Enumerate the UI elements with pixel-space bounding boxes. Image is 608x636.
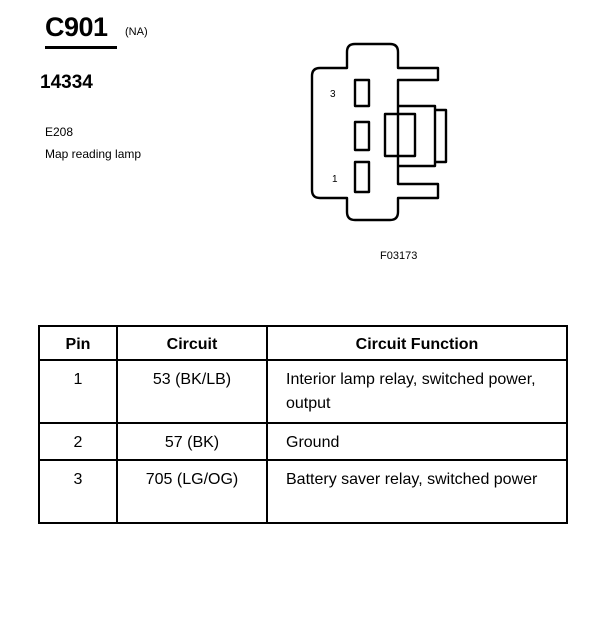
table-row: 1 53 (BK/LB) Interior lamp relay, switch… [38,359,568,424]
pin-cell: 2 [38,422,118,461]
connector-face-diagram [310,42,448,222]
pin-cavity-3 [353,78,371,108]
circuit-function-cell: Interior lamp relay, switched power, out… [266,359,568,424]
pin-label-3: 3 [330,89,336,100]
circuit-cell: 57 (BK) [116,422,268,461]
column-header-circuit: Circuit [116,325,268,361]
pin-cell: 3 [38,459,118,524]
circuit-cell: 53 (BK/LB) [116,359,268,424]
part-number: 14334 [40,72,93,93]
latch-window [383,112,417,158]
column-header-pin: Pin [38,325,118,361]
latch-clip [435,108,448,164]
pin-cell: 1 [38,359,118,424]
column-header-circuit-function: Circuit Function [266,325,568,361]
pin-label-1: 1 [332,174,338,185]
location-code: E208 [45,125,74,139]
table-row: 3 705 (LG/OG) Battery saver relay, switc… [38,459,568,524]
circuit-function-cell: Battery saver relay, switched power [266,459,568,524]
connector-id: C901 [45,12,108,42]
circuit-function-cell: Ground [266,422,568,461]
circuit-cell: 705 (LG/OG) [116,459,268,524]
pin-cavity-2 [353,120,371,152]
connector-description: Map reading lamp [45,147,142,161]
pin-table: Pin Circuit Circuit Function 1 53 (BK/LB… [38,325,568,524]
connector-note: (NA) [125,26,148,38]
latch-tab [398,104,437,168]
pin-cavity-1 [353,160,371,194]
table-row: 2 57 (BK) Ground [38,422,568,461]
title-underline [45,46,117,49]
figure-id: F03173 [380,250,418,262]
table-header-row: Pin Circuit Circuit Function [38,325,568,361]
connector-housing-outline [310,42,440,222]
